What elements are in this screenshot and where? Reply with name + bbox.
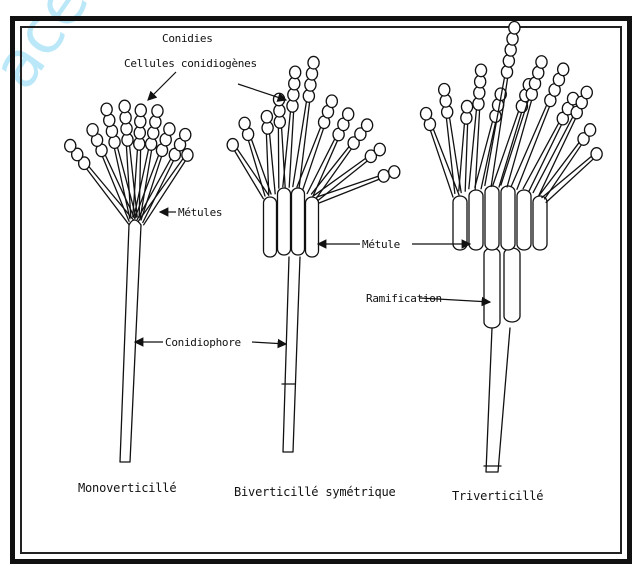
arrow-conidies-left — [148, 72, 176, 100]
conidium — [152, 105, 163, 118]
caption-monoverticille: Monoverticillé — [78, 481, 176, 495]
conidium — [591, 148, 602, 161]
conidium — [135, 104, 146, 117]
label-metules: Métules — [178, 206, 222, 219]
conidium — [389, 166, 400, 179]
caption-biverticille: Biverticillé symétrique — [234, 485, 396, 499]
conidium — [290, 66, 301, 79]
conidium — [536, 56, 547, 69]
conidium — [475, 64, 486, 77]
metule-tri-4 — [501, 186, 515, 250]
label-cellules-conidiogenes: Cellules conidiogènes — [124, 57, 257, 70]
conidium — [362, 119, 373, 132]
metule-tri-3 — [485, 186, 499, 250]
phialide — [542, 157, 593, 203]
metule-tri-5 — [517, 190, 531, 250]
conidium — [558, 63, 569, 76]
caption-triverticille: Triverticillé — [452, 489, 543, 503]
conidium — [374, 143, 385, 156]
metule-bi-4 — [306, 197, 319, 257]
metule-bi-3 — [292, 188, 305, 255]
metule-bi-2 — [278, 188, 291, 255]
conidium — [261, 110, 272, 123]
ramification-right — [504, 248, 520, 322]
stipe-mono — [120, 225, 141, 462]
conidium — [164, 123, 175, 136]
conidium — [227, 139, 238, 152]
conidium — [420, 107, 431, 120]
label-metule: Métule — [362, 238, 400, 251]
conidium — [101, 103, 112, 116]
phialide — [459, 124, 468, 191]
metule-tri-1 — [453, 196, 467, 250]
conidium — [180, 128, 191, 141]
conidium — [503, 55, 514, 68]
phialide — [137, 159, 173, 222]
metule-tri-2 — [469, 190, 483, 250]
conidium — [378, 170, 389, 183]
conidium — [509, 22, 520, 35]
conidium — [239, 117, 250, 130]
stipe-tri — [486, 328, 510, 472]
metule-tri-6 — [533, 196, 547, 250]
stipe-bi — [283, 257, 300, 452]
conidium — [87, 124, 98, 137]
arrow-conidies-right — [238, 84, 286, 100]
conidium — [119, 100, 130, 113]
label-conidies: Conidies — [162, 32, 213, 45]
phialide — [317, 176, 379, 203]
arrow-conidiophore-right — [252, 342, 286, 344]
conidium — [501, 66, 512, 79]
conidium — [182, 149, 193, 162]
conidium — [308, 56, 319, 69]
conidium — [439, 83, 450, 96]
conidium — [584, 124, 595, 137]
conidium — [505, 44, 516, 57]
ramification-left — [484, 248, 500, 328]
conidium — [326, 95, 337, 108]
conidium — [581, 86, 592, 99]
conidium — [507, 33, 518, 46]
label-ramification: Ramification — [366, 292, 442, 305]
conidium — [343, 108, 354, 121]
conidium — [65, 139, 76, 152]
conidium — [461, 100, 472, 113]
metule-bi-1 — [264, 197, 277, 257]
label-conidiophore: Conidiophore — [165, 336, 241, 349]
